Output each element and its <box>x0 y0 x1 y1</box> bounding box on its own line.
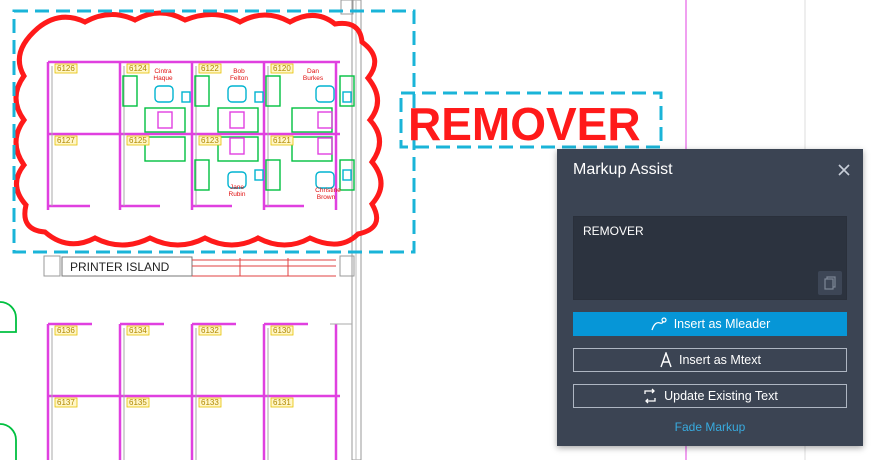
insert-mtext-button[interactable]: Insert as Mtext <box>573 348 847 372</box>
markup-text-field[interactable]: REMOVER <box>573 216 847 300</box>
insert-mleader-label: Insert as Mleader <box>673 317 771 331</box>
room-tag: 6122 <box>201 64 219 73</box>
update-existing-text-button[interactable]: Update Existing Text <box>573 384 847 408</box>
selection-box-cloud <box>12 9 416 254</box>
mtext-icon <box>659 352 673 368</box>
occupant-name: Christine <box>315 187 341 194</box>
occupant-name: Felton <box>230 75 248 82</box>
revision-cloud <box>13 10 384 248</box>
room-tag: 6130 <box>273 326 291 335</box>
room-tag: 6137 <box>57 398 75 407</box>
room-tag: 6126 <box>57 64 75 73</box>
occupant-name: Cintra <box>154 68 172 75</box>
occupant-name: Bob <box>233 68 245 75</box>
copy-icon[interactable] <box>818 271 842 295</box>
markup-assist-panel: Markup Assist REMOVER Insert as Mleader … <box>557 149 863 446</box>
room-tag: 6121 <box>273 136 291 145</box>
room-tag: 6127 <box>57 136 75 145</box>
room-tag: 6134 <box>129 326 147 335</box>
markup-text: REMOVER <box>408 98 641 150</box>
update-existing-text-label: Update Existing Text <box>664 389 778 403</box>
occupant-names: Cintra Haque Bob Felton Dan Burkes Jane … <box>153 68 341 201</box>
close-icon[interactable] <box>835 161 853 179</box>
room-tag: 6132 <box>201 326 219 335</box>
room-tags-upper: 6126 6124 6122 6120 6127 6125 6123 6121 <box>54 63 294 146</box>
room-tag: 6124 <box>129 64 147 73</box>
occupant-name: Jane <box>230 184 244 191</box>
panel-header: Markup Assist <box>557 149 863 191</box>
selection-box-text <box>399 91 663 149</box>
printer-island: PRINTER ISLAND <box>43 255 355 277</box>
mleader-icon <box>650 317 668 331</box>
door-swing <box>0 301 17 460</box>
markup-text-value: REMOVER <box>583 224 644 238</box>
room-tags-lower: 6136 6134 6132 6130 6137 6135 6133 6131 <box>54 325 294 408</box>
occupant-name: Rubin <box>229 191 246 198</box>
room-tag: 6123 <box>201 136 219 145</box>
update-icon <box>642 388 658 404</box>
fade-markup-link[interactable]: Fade Markup <box>674 420 746 434</box>
room-tag: 6136 <box>57 326 75 335</box>
occupant-name: Dan <box>307 68 319 75</box>
room-tag: 6133 <box>201 398 219 407</box>
room-tag: 6131 <box>273 398 291 407</box>
column-wall <box>351 0 362 460</box>
office-walls-lower <box>46 322 340 460</box>
office-walls-upper <box>46 60 340 210</box>
insert-mleader-button[interactable]: Insert as Mleader <box>573 312 847 336</box>
room-tag: 6135 <box>129 398 147 407</box>
room-tag: 6125 <box>129 136 147 145</box>
chairs <box>154 85 352 189</box>
occupant-name: Haque <box>153 75 173 82</box>
occupant-name: Brown <box>317 194 336 201</box>
printer-island-label: PRINTER ISLAND <box>70 260 170 274</box>
insert-mtext-label: Insert as Mtext <box>679 353 761 367</box>
panel-title: Markup Assist <box>573 161 673 178</box>
room-tag: 6120 <box>273 64 291 73</box>
occupant-name: Burkes <box>303 75 324 82</box>
